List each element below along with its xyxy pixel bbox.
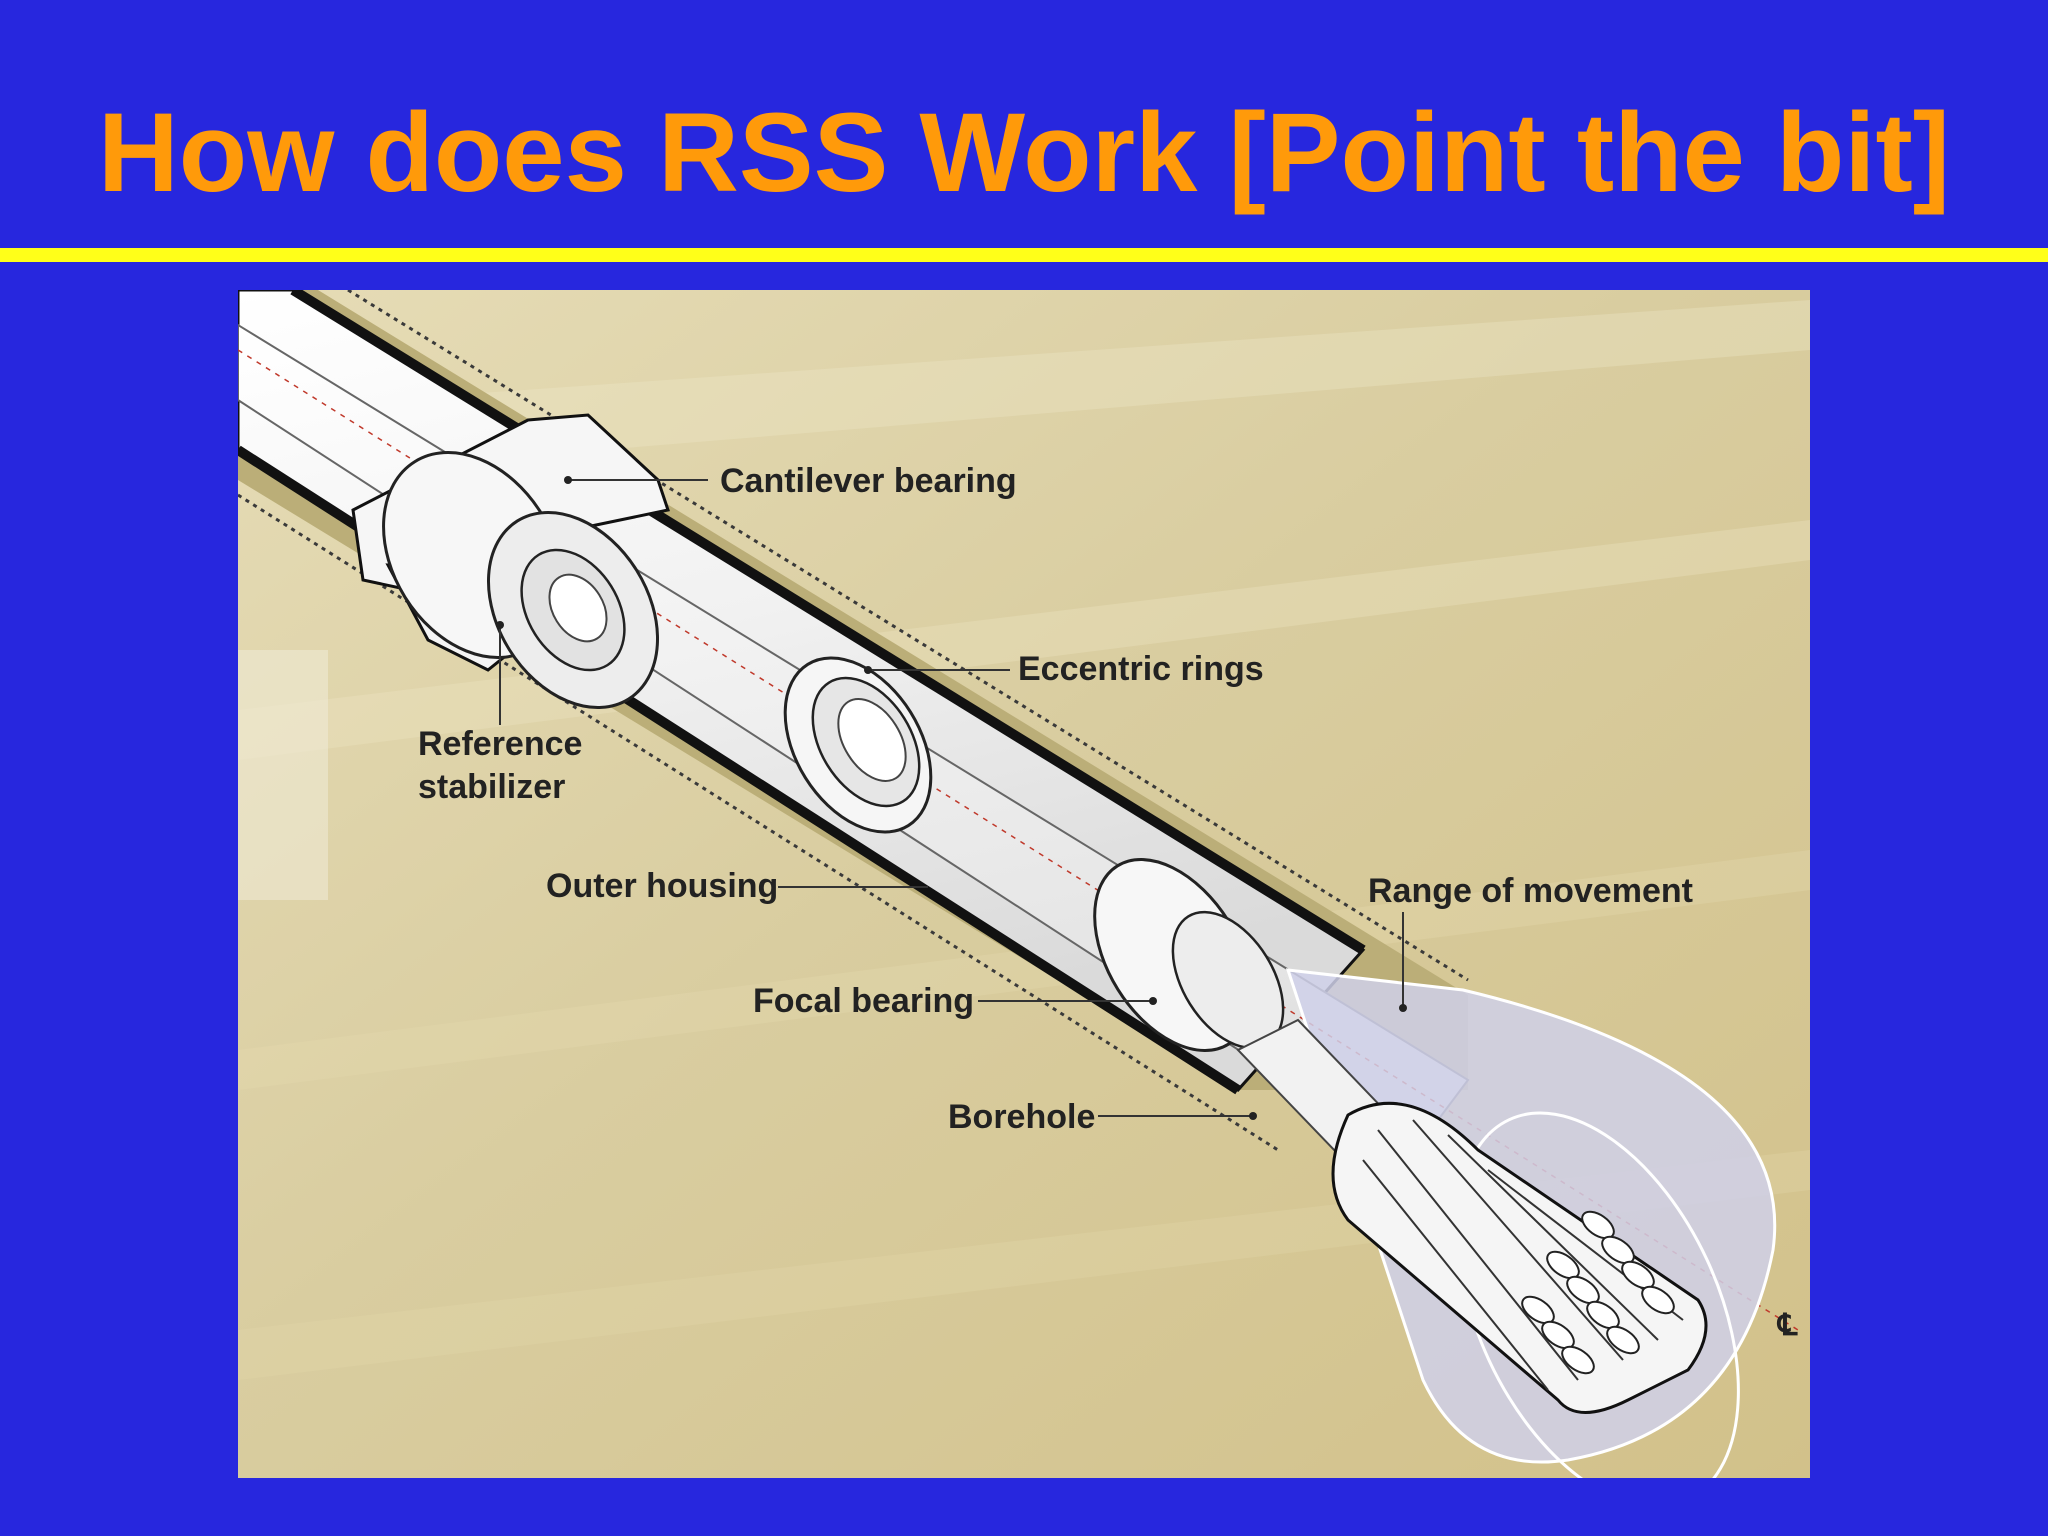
rss-diagram: Cantilever bearing Eccentric rings Refer… [238,290,1810,1478]
background-light-patch [238,650,328,900]
label-reference-stabilizer-line2: stabilizer [418,768,565,806]
centerline-mark: ℄ [1776,1309,1798,1342]
title-divider [0,248,2048,262]
leader-lines [499,479,1404,1117]
borehole-upper-edge [347,290,1469,982]
eccentric-rings [783,656,933,834]
label-range-of-movement: Range of movement [1368,872,1693,910]
label-borehole: Borehole [948,1098,1095,1136]
leader-dots [496,476,1407,1120]
label-outer-housing: Outer housing [546,867,778,905]
bit-cutters [1521,1210,1675,1375]
slide-title: How does RSS Work [Point the bit] [97,90,1951,215]
label-focal-bearing: Focal bearing [753,982,974,1020]
drill-bit [1331,1101,1708,1414]
label-reference-stabilizer-line1: Reference [418,725,582,763]
label-cantilever-bearing: Cantilever bearing [720,462,1017,500]
label-eccentric-rings: Eccentric rings [1018,650,1264,688]
borehole-lower-edge [238,493,1279,1152]
cantilever-bearing [382,451,660,710]
focal-bearing [1093,858,1285,1052]
